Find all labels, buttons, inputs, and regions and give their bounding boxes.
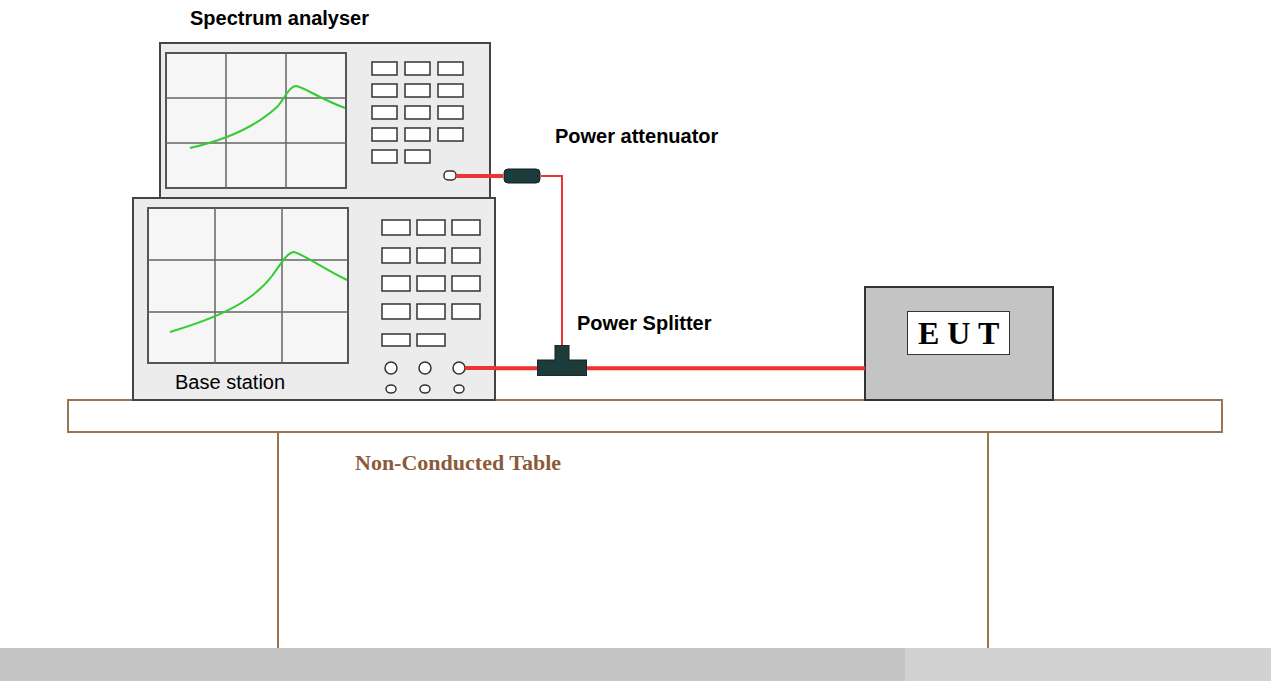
component-name: Power attenuator [555, 124, 718, 148]
power-attenuator: Power attenuator [503, 168, 541, 184]
attenuator-body [504, 169, 540, 183]
power-splitter: Power Splitter [537, 345, 587, 376]
screen-grid [166, 53, 346, 188]
splitter-symbol [537, 345, 587, 376]
rf-cable [490, 174, 503, 178]
rf-port [444, 171, 456, 180]
table-leg [987, 432, 989, 648]
instrument-screen [166, 53, 346, 188]
rf-port [385, 362, 465, 393]
button-grid [382, 220, 480, 346]
rf-cable [465, 366, 495, 370]
table-label: Non-Conducted Table [355, 449, 561, 477]
rf-cable [495, 366, 537, 370]
spectrum-analyser: Spectrum analyser [160, 43, 490, 198]
spectrum-trace [170, 252, 347, 332]
base-station: Base station [133, 198, 495, 400]
button-grid [372, 62, 463, 163]
floor [905, 648, 1271, 681]
rf-cable [587, 366, 865, 370]
table-leg [277, 432, 279, 648]
instrument-screen [148, 208, 348, 363]
spectrum-trace [190, 86, 345, 148]
splitter-body [537, 345, 587, 376]
eut-box: E U T [865, 287, 1053, 400]
rf-cable [456, 174, 490, 178]
instrument-case [133, 198, 495, 400]
table-top [68, 400, 1222, 432]
instrument-name: Spectrum analyser [190, 6, 369, 30]
component-name: Power Splitter [577, 311, 711, 335]
eut-housing [865, 287, 1053, 400]
screen-grid [148, 208, 348, 363]
floor [0, 648, 905, 681]
eut-name: E U T [907, 311, 1010, 355]
instrument-name: Base station [175, 370, 285, 394]
rf-cable [541, 176, 562, 345]
attenuator-symbol [503, 168, 541, 184]
instrument-case [160, 43, 490, 198]
